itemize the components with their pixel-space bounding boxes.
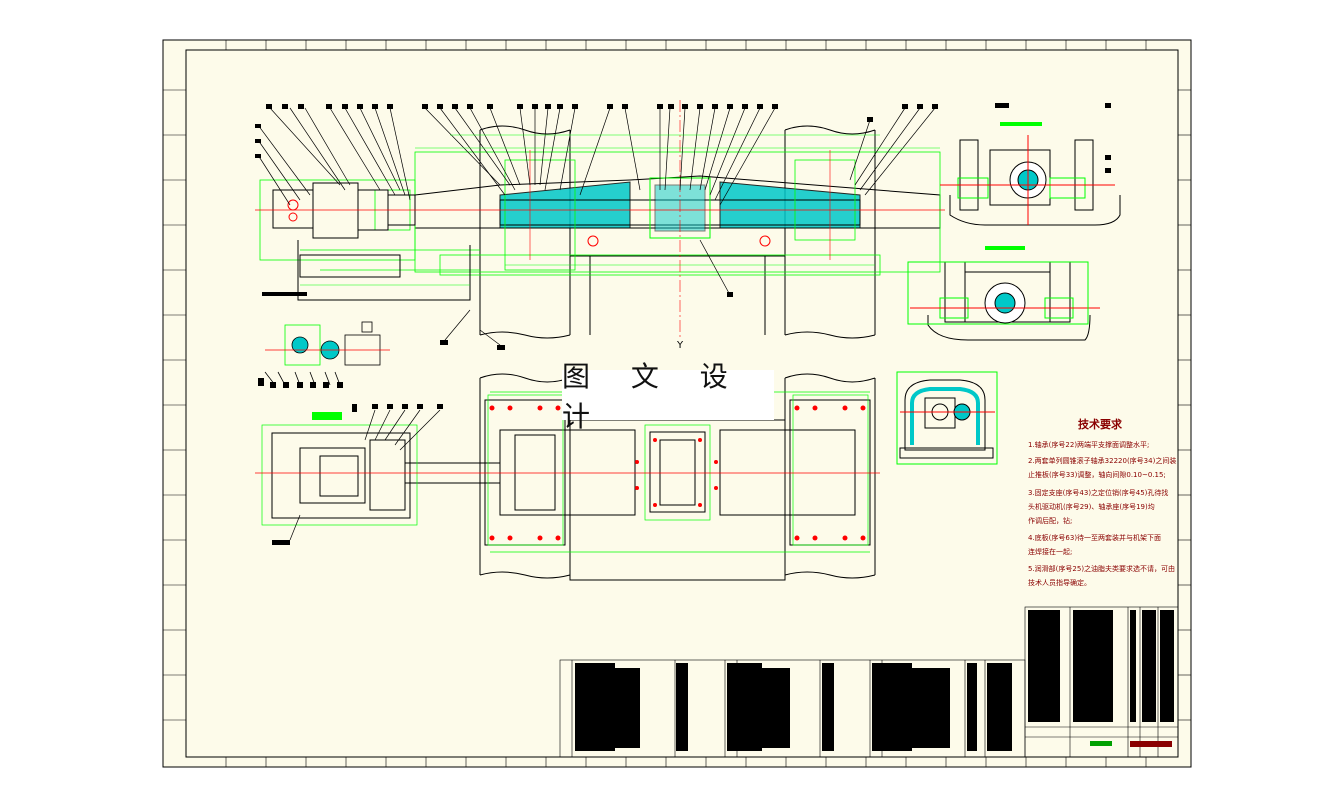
dimension-lines — [300, 134, 940, 286]
bolt-holes — [489, 405, 866, 541]
plan-support-columns — [479, 373, 876, 581]
section-view-top-right — [940, 135, 1121, 226]
svg-text:Y: Y — [676, 340, 684, 351]
technical-requirement-4b: 连焊接在一起; — [1028, 548, 1073, 556]
technical-requirements-title: 技术要求 — [1078, 418, 1122, 431]
balloon-tags — [255, 104, 938, 350]
technical-requirement-3: 3.固定支座(序号43)之定位销(序号45)孔待找 — [1028, 489, 1169, 497]
technical-requirement-4: 4.底板(序号63)待一至两套装并与机架下面 — [1028, 534, 1162, 542]
bom-table-text-blocks — [575, 610, 1174, 751]
plan-view — [255, 373, 880, 581]
technical-requirement-3c: 作调后配，钻; — [1028, 517, 1073, 525]
main-elevation-view — [255, 100, 945, 350]
technical-requirement-2b: 止推板(序号33)调整，轴向间隙0.10~0.15; — [1028, 471, 1166, 479]
tapered-drum — [414, 175, 941, 239]
section-view-lower-right — [896, 371, 998, 465]
leader-lines — [257, 107, 936, 346]
technical-requirement-2: 2.两套单列圆锥滚子轴承32220(序号34)之间装 — [1028, 457, 1177, 465]
technical-requirement-1: 1.轴承(序号22)两端平支撑面调整水平; — [1028, 441, 1150, 449]
technical-requirement-3b: 头机驱动机(序号29)、轴承座(序号19)均 — [1028, 503, 1155, 511]
view-label-bar — [262, 292, 307, 296]
zone-ticks — [163, 40, 1191, 767]
plan-leaders — [289, 409, 441, 541]
plan-label-green — [312, 412, 342, 420]
technical-requirement-5b: 技术人员指导确定。 — [1028, 579, 1091, 587]
section-view-mid-right — [907, 261, 1100, 341]
detail-view-small — [264, 321, 390, 386]
technical-requirement-5: 5.润滑部(序号25)之油脂夫类要求选不请，可由 — [1028, 565, 1176, 573]
plan-green-outlines — [261, 391, 870, 553]
detail-view-balloons — [258, 378, 343, 388]
watermark-label: 图 文 设 计 — [562, 360, 774, 433]
